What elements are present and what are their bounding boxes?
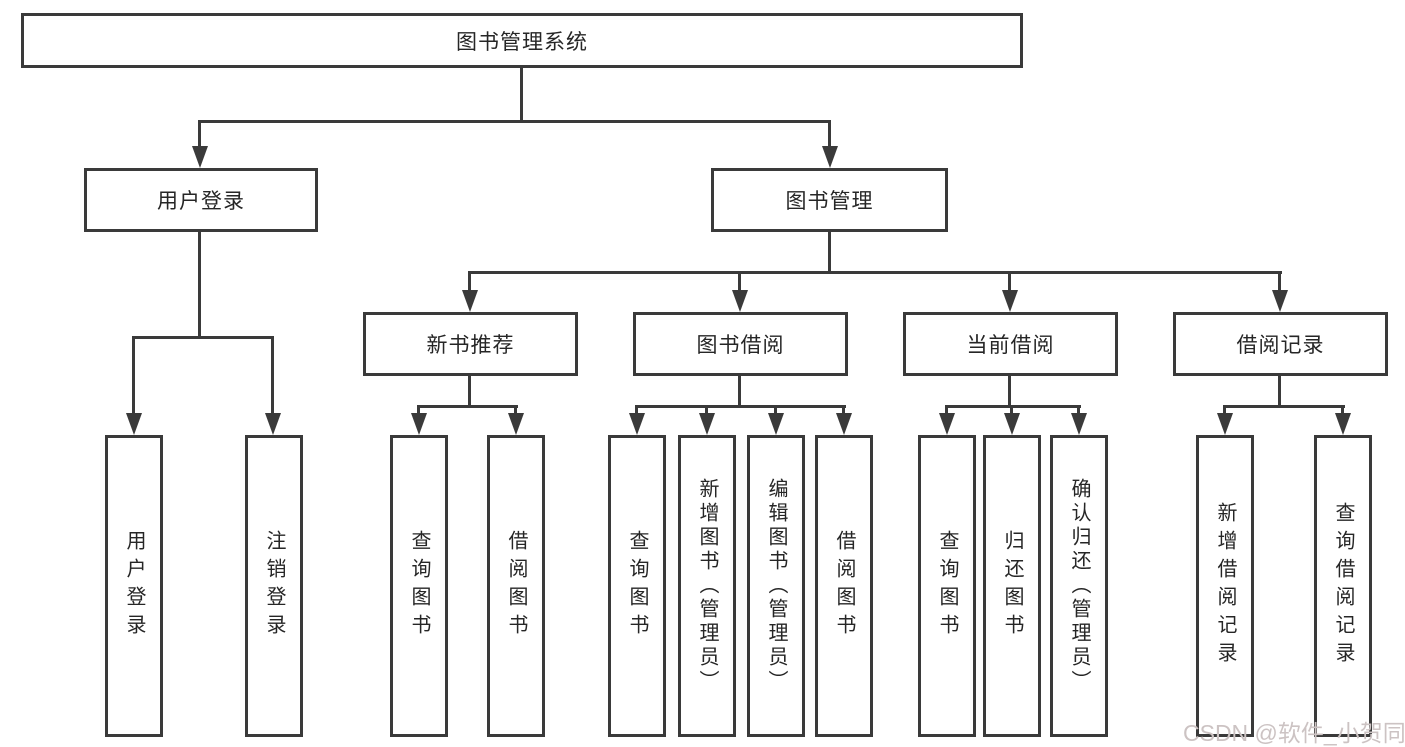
leaf-user-login: 用户登录 — [105, 435, 163, 737]
node-user-login: 用户登录 — [84, 168, 318, 232]
leaf-current-query-books-label: 查询图书 — [936, 530, 958, 642]
leaf-borrow-query-books: 查询图书 — [608, 435, 666, 737]
leaf-records-query: 查询借阅记录 — [1314, 435, 1372, 737]
edge-line — [417, 405, 420, 415]
leaf-borrow-borrow-books-label: 借阅图书 — [833, 530, 855, 642]
node-book-management: 图书管理 — [711, 168, 948, 232]
leaf-logout-label: 注销登录 — [263, 530, 285, 642]
edge-line — [468, 376, 471, 405]
arrow-down-icon — [836, 413, 852, 435]
edge-line — [198, 120, 201, 148]
leaf-records-add-label: 新增借阅记录 — [1214, 502, 1236, 670]
leaf-current-query-books: 查询图书 — [918, 435, 976, 737]
edge-line — [774, 405, 777, 415]
edge-line — [468, 271, 1282, 274]
leaf-recommend-borrow-books: 借阅图书 — [487, 435, 545, 737]
edge-line — [271, 336, 274, 415]
edge-line — [738, 376, 741, 405]
edge-line — [635, 405, 846, 408]
edge-line — [417, 405, 518, 408]
leaf-current-confirm-return: 确认归还（管理员） — [1050, 435, 1108, 737]
leaf-records-query-label: 查询借阅记录 — [1332, 502, 1354, 670]
arrow-down-icon — [462, 290, 478, 312]
edge-line — [132, 336, 274, 339]
arrow-down-icon — [1217, 413, 1233, 435]
node-borrow-records: 借阅记录 — [1173, 312, 1388, 376]
leaf-borrow-edit-books-label: 编辑图书（管理员） — [765, 478, 787, 694]
watermark: CSDN @软件_小贺同学 — [1183, 720, 1405, 746]
node-book-borrow-label: 图书借阅 — [696, 334, 785, 357]
leaf-records-add: 新增借阅记录 — [1196, 435, 1254, 737]
edge-line — [842, 405, 845, 415]
edge-line — [1010, 405, 1013, 415]
arrow-down-icon — [265, 413, 281, 435]
arrow-down-icon — [1002, 290, 1018, 312]
leaf-borrow-query-books-label: 查询图书 — [626, 530, 648, 642]
node-current-borrow-label: 当前借阅 — [966, 334, 1055, 357]
arrow-down-icon — [508, 413, 524, 435]
edge-line — [828, 120, 831, 148]
edge-line — [132, 336, 135, 415]
leaf-borrow-add-books: 新增图书（管理员） — [678, 435, 736, 737]
node-root-label: 图书管理系统 — [456, 30, 588, 54]
edge-line — [1223, 405, 1345, 408]
edge-line — [828, 232, 831, 271]
arrow-down-icon — [1071, 413, 1087, 435]
leaf-borrow-edit-books: 编辑图书（管理员） — [747, 435, 805, 737]
edge-line — [635, 405, 638, 415]
edge-line — [705, 405, 708, 415]
edge-line — [1278, 376, 1281, 405]
arrow-down-icon — [126, 413, 142, 435]
arrow-down-icon — [822, 146, 838, 168]
edge-line — [514, 405, 517, 415]
edge-line — [1278, 271, 1281, 292]
leaf-borrow-add-books-label: 新增图书（管理员） — [696, 478, 718, 694]
leaf-recommend-query-books-label: 查询图书 — [408, 530, 430, 642]
node-user-login-label: 用户登录 — [157, 190, 245, 213]
arrow-down-icon — [939, 413, 955, 435]
leaf-logout: 注销登录 — [245, 435, 303, 737]
node-book-management-label: 图书管理 — [785, 190, 874, 213]
node-root: 图书管理系统 — [21, 13, 1023, 68]
leaf-user-login-label: 用户登录 — [123, 530, 145, 642]
edge-line — [1008, 271, 1011, 292]
leaf-recommend-borrow-books-label: 借阅图书 — [505, 530, 527, 642]
node-new-book-recommend: 新书推荐 — [363, 312, 578, 376]
edge-line — [1008, 376, 1011, 405]
edge-line — [520, 68, 523, 120]
arrow-down-icon — [411, 413, 427, 435]
arrow-down-icon — [629, 413, 645, 435]
edge-line — [198, 232, 201, 336]
arrow-down-icon — [1335, 413, 1351, 435]
arrow-down-icon — [1272, 290, 1288, 312]
arrow-down-icon — [1004, 413, 1020, 435]
node-current-borrow: 当前借阅 — [903, 312, 1118, 376]
arrow-down-icon — [699, 413, 715, 435]
leaf-current-return-books-label: 归还图书 — [1001, 530, 1023, 642]
leaf-borrow-borrow-books: 借阅图书 — [815, 435, 873, 737]
arrow-down-icon — [192, 146, 208, 168]
edge-line — [1077, 405, 1080, 415]
leaf-current-confirm-return-label: 确认归还（管理员） — [1068, 478, 1090, 694]
node-borrow-records-label: 借阅记录 — [1236, 334, 1325, 357]
edge-line — [468, 271, 471, 292]
edge-line — [1341, 405, 1344, 415]
leaf-recommend-query-books: 查询图书 — [390, 435, 448, 737]
arrow-down-icon — [732, 290, 748, 312]
node-new-book-recommend-label: 新书推荐 — [426, 334, 515, 357]
edge-line — [1223, 405, 1226, 415]
edge-line — [738, 271, 741, 292]
node-book-borrow: 图书借阅 — [633, 312, 848, 376]
edge-line — [945, 405, 948, 415]
arrow-down-icon — [768, 413, 784, 435]
leaf-current-return-books: 归还图书 — [983, 435, 1041, 737]
edge-line — [945, 405, 1081, 408]
edge-line — [198, 120, 831, 123]
